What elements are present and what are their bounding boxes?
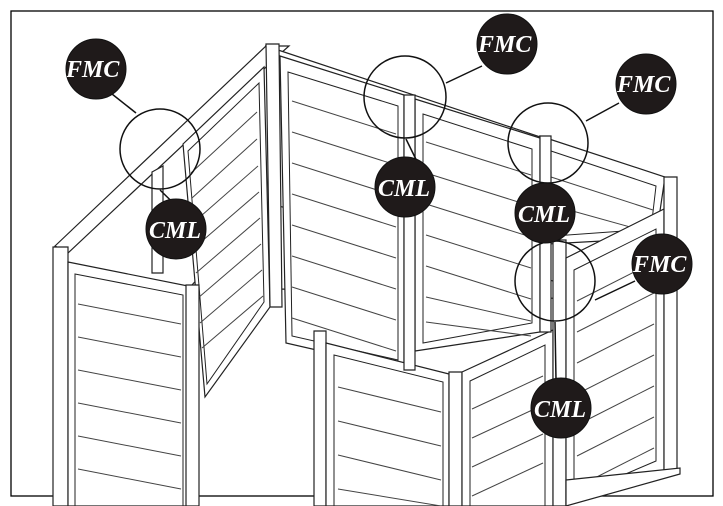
callout-leader-fmc-1 bbox=[111, 93, 137, 114]
callout-cml-2: CML bbox=[374, 156, 436, 218]
callout-leader-fmc-2 bbox=[445, 65, 483, 84]
callout-bubble-cml-2 bbox=[374, 156, 436, 218]
callout-bubble-cml-3 bbox=[514, 182, 576, 244]
back-left-post bbox=[265, 43, 283, 308]
right-corner-post bbox=[552, 239, 567, 506]
panel-back-center bbox=[279, 55, 405, 371]
callout-leader-cml-4 bbox=[554, 321, 557, 381]
panel-front-left bbox=[52, 246, 200, 506]
detail-circle-left-corner bbox=[119, 108, 201, 190]
callout-fmc-2: FMC bbox=[476, 13, 538, 75]
front-middle-left-post bbox=[313, 330, 327, 506]
callout-bubble-fmc-1 bbox=[65, 38, 127, 100]
callout-bubble-fmc-4 bbox=[631, 233, 693, 295]
callout-label-cml-1: CML bbox=[149, 218, 201, 244]
callout-cml-4: CML bbox=[530, 377, 592, 439]
callouts: FMC CML FMC CML FMC CML bbox=[65, 13, 693, 439]
front-middle-right-post bbox=[448, 371, 463, 506]
detail-circle-back-center bbox=[363, 55, 447, 139]
callout-label-fmc-2: FMC bbox=[477, 32, 532, 58]
callout-bubble-fmc-2 bbox=[476, 13, 538, 75]
callout-label-fmc-1: FMC bbox=[65, 57, 120, 83]
callout-bubble-fmc-3 bbox=[615, 53, 677, 115]
callout-leader-fmc-4 bbox=[594, 280, 636, 301]
callout-fmc-4: FMC bbox=[631, 233, 693, 295]
callout-cml-1: CML bbox=[145, 198, 207, 260]
pen-structure bbox=[52, 43, 681, 506]
callout-cml-3: CML bbox=[514, 182, 576, 244]
callout-bubble-cml-1 bbox=[145, 198, 207, 260]
far-right-post bbox=[663, 176, 678, 471]
panel-front-middle bbox=[313, 330, 463, 506]
callout-fmc-3: FMC bbox=[615, 53, 677, 115]
callout-label-fmc-3: FMC bbox=[616, 72, 671, 98]
front-left-post bbox=[185, 284, 200, 506]
back-center-post bbox=[403, 94, 416, 371]
callout-label-cml-3: CML bbox=[518, 202, 570, 228]
callout-bubble-cml-4 bbox=[530, 377, 592, 439]
callout-fmc-1: FMC bbox=[65, 38, 127, 100]
right-base-rail bbox=[565, 467, 681, 506]
callout-label-cml-2: CML bbox=[378, 176, 430, 202]
callout-label-cml-4: CML bbox=[534, 397, 586, 423]
callout-leader-fmc-3 bbox=[585, 102, 620, 122]
callout-label-fmc-4: FMC bbox=[632, 252, 687, 278]
